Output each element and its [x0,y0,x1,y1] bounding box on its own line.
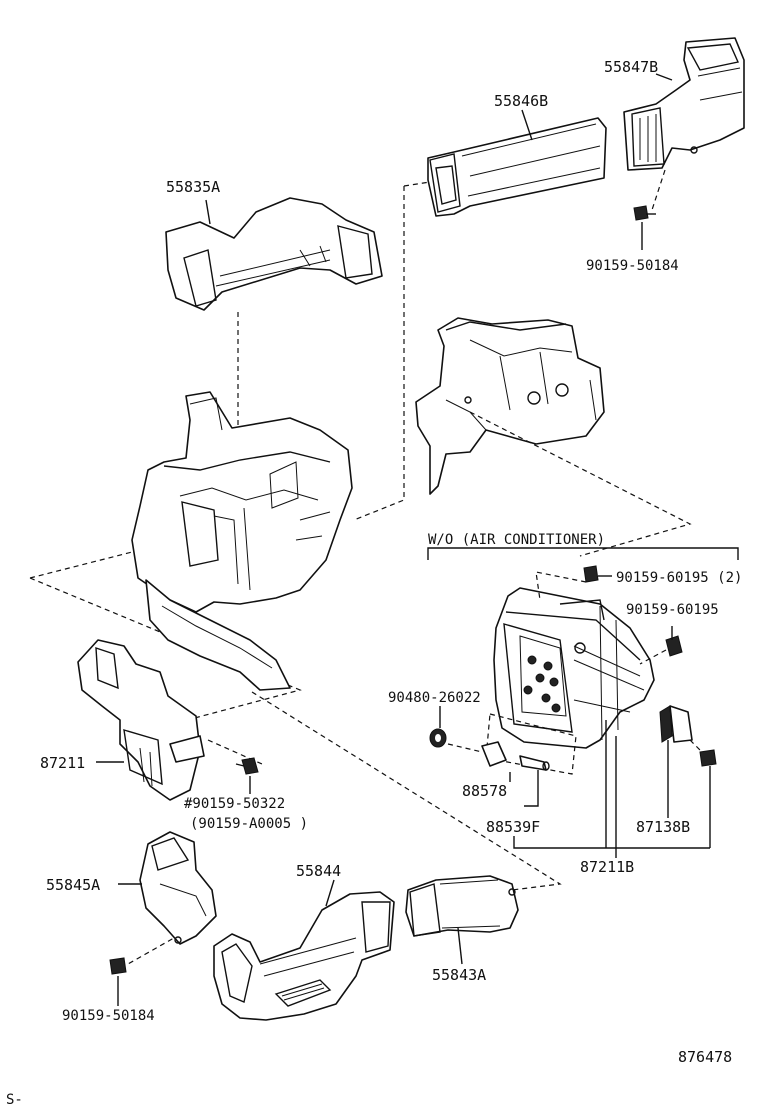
part-87211B-drawing [493,587,655,749]
label-55845A: 55845A [46,876,100,894]
label-90159-60195-2: 90159-60195 (2) [616,570,742,586]
label-90159-50184-bottom: 90159-50184 [62,1008,155,1024]
heater-unit-drawing [131,391,353,691]
label-87211B: 87211B [580,858,634,876]
screw-90159-50322 [235,757,259,775]
part-55835A-drawing [165,197,383,311]
label-90480-26022: 90480-26022 [388,690,481,706]
label-wo-air-conditioner: W/O (AIR CONDITIONER) [428,532,605,548]
part-55843A-drawing [405,875,519,937]
part-55844-drawing [213,891,395,1021]
label-88578: 88578 [462,782,507,800]
part-88539F-drawing [519,755,550,771]
label-90159-50322: #90159-50322 [184,796,285,812]
label-90159-60195: 90159-60195 [626,602,719,618]
part-55847B-drawing [623,37,745,171]
label-90159-A0005: (90159-A0005 ) [190,816,308,832]
part-87211-drawing [77,639,205,801]
part-87138B-drawing [659,705,693,743]
screw-90159-60195 [665,635,683,657]
label-55847B: 55847B [604,58,658,76]
corner-mark: S- [6,1092,23,1108]
screw-90159-50184-bottom [109,957,127,975]
label-87211: 87211 [40,754,85,772]
label-87138B: 87138B [636,818,690,836]
label-55844: 55844 [296,862,341,880]
label-88539F: 88539F [486,818,540,836]
label-55843A: 55843A [432,966,486,984]
grommet-90480-26022 [429,728,447,748]
part-55846B-drawing [403,117,607,217]
label-55846B: 55846B [494,92,548,110]
diagram-code: 876478 [678,1048,732,1066]
label-55835A: 55835A [166,178,220,196]
part-55845A-drawing [139,831,217,945]
screw-87138B [699,749,717,767]
screw-90159-50184-top [633,205,656,221]
screw-90159-60195-2 [583,565,599,583]
blower-housing-drawing [415,317,605,495]
part-88578-drawing [481,741,507,767]
label-90159-50184-top: 90159-50184 [586,258,679,274]
